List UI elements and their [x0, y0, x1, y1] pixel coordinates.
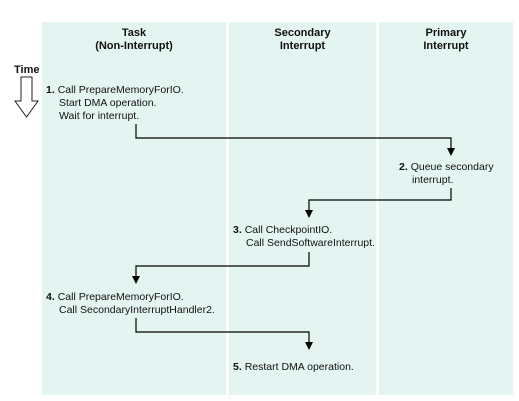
header-task-line1: Task [121, 27, 147, 39]
step-3-line-2: Call SendSoftwareInterrupt. [246, 237, 375, 249]
step-4-line-2: Call SecondaryInterruptHandler2. [59, 304, 215, 316]
header-primary: Primary Interrupt [379, 22, 513, 58]
column-task [42, 22, 226, 395]
step-1-line-1: Call PrepareMemoryForIO. [57, 84, 184, 96]
step-3-number: 3. [233, 224, 242, 236]
header-secondary: Secondary Interrupt [229, 22, 376, 58]
step-1: 1. Call PrepareMemoryForIO. Start DMA op… [46, 84, 184, 123]
step-5: 5. Restart DMA operation. [233, 361, 354, 374]
connector-step3-to-step4 [135, 252, 310, 280]
step-4-line-1: Call PrepareMemoryForIO. [57, 291, 184, 303]
arrowhead-step4-icon [132, 276, 140, 284]
connector-step2-to-step3 [308, 188, 452, 214]
header-task-line2: (Non-Interrupt) [95, 40, 173, 52]
step-5-line-1: Restart DMA operation. [244, 361, 354, 373]
connector-step4-to-step5 [135, 318, 310, 346]
step-1-line-3: Wait for interrupt. [59, 110, 140, 122]
column-primary-interrupt [379, 22, 513, 395]
time-label: Time [14, 64, 40, 76]
header-primary-line1: Primary [425, 27, 467, 39]
time-arrow-icon [14, 76, 39, 118]
step-2-line-1: Queue secondary [410, 161, 494, 173]
step-3-line-1: Call CheckpointIO. [244, 224, 333, 236]
step-2-line-2: interrupt. [412, 174, 454, 186]
step-1-line-2: Start DMA operation. [59, 97, 157, 109]
step-2: 2. Queue secondary interrupt. [399, 161, 494, 187]
connector-step1-to-step2 [135, 124, 452, 152]
column-secondary-interrupt [229, 22, 376, 395]
arrowhead-step5-icon [305, 342, 313, 350]
header-secondary-line2: Interrupt [279, 40, 326, 52]
arrowhead-step3-icon [305, 210, 313, 218]
step-4: 4. Call PrepareMemoryForIO. Call Seconda… [46, 291, 215, 317]
step-4-number: 4. [46, 291, 55, 303]
header-secondary-line1: Secondary [274, 27, 331, 39]
header-task: Task (Non-Interrupt) [42, 22, 226, 58]
arrowhead-step2-icon [447, 148, 455, 156]
header-primary-line2: Interrupt [423, 40, 469, 52]
step-5-number: 5. [233, 361, 242, 373]
step-2-number: 2. [399, 161, 408, 173]
step-3: 3. Call CheckpointIO. Call SendSoftwareI… [233, 224, 375, 250]
step-1-number: 1. [46, 84, 55, 96]
